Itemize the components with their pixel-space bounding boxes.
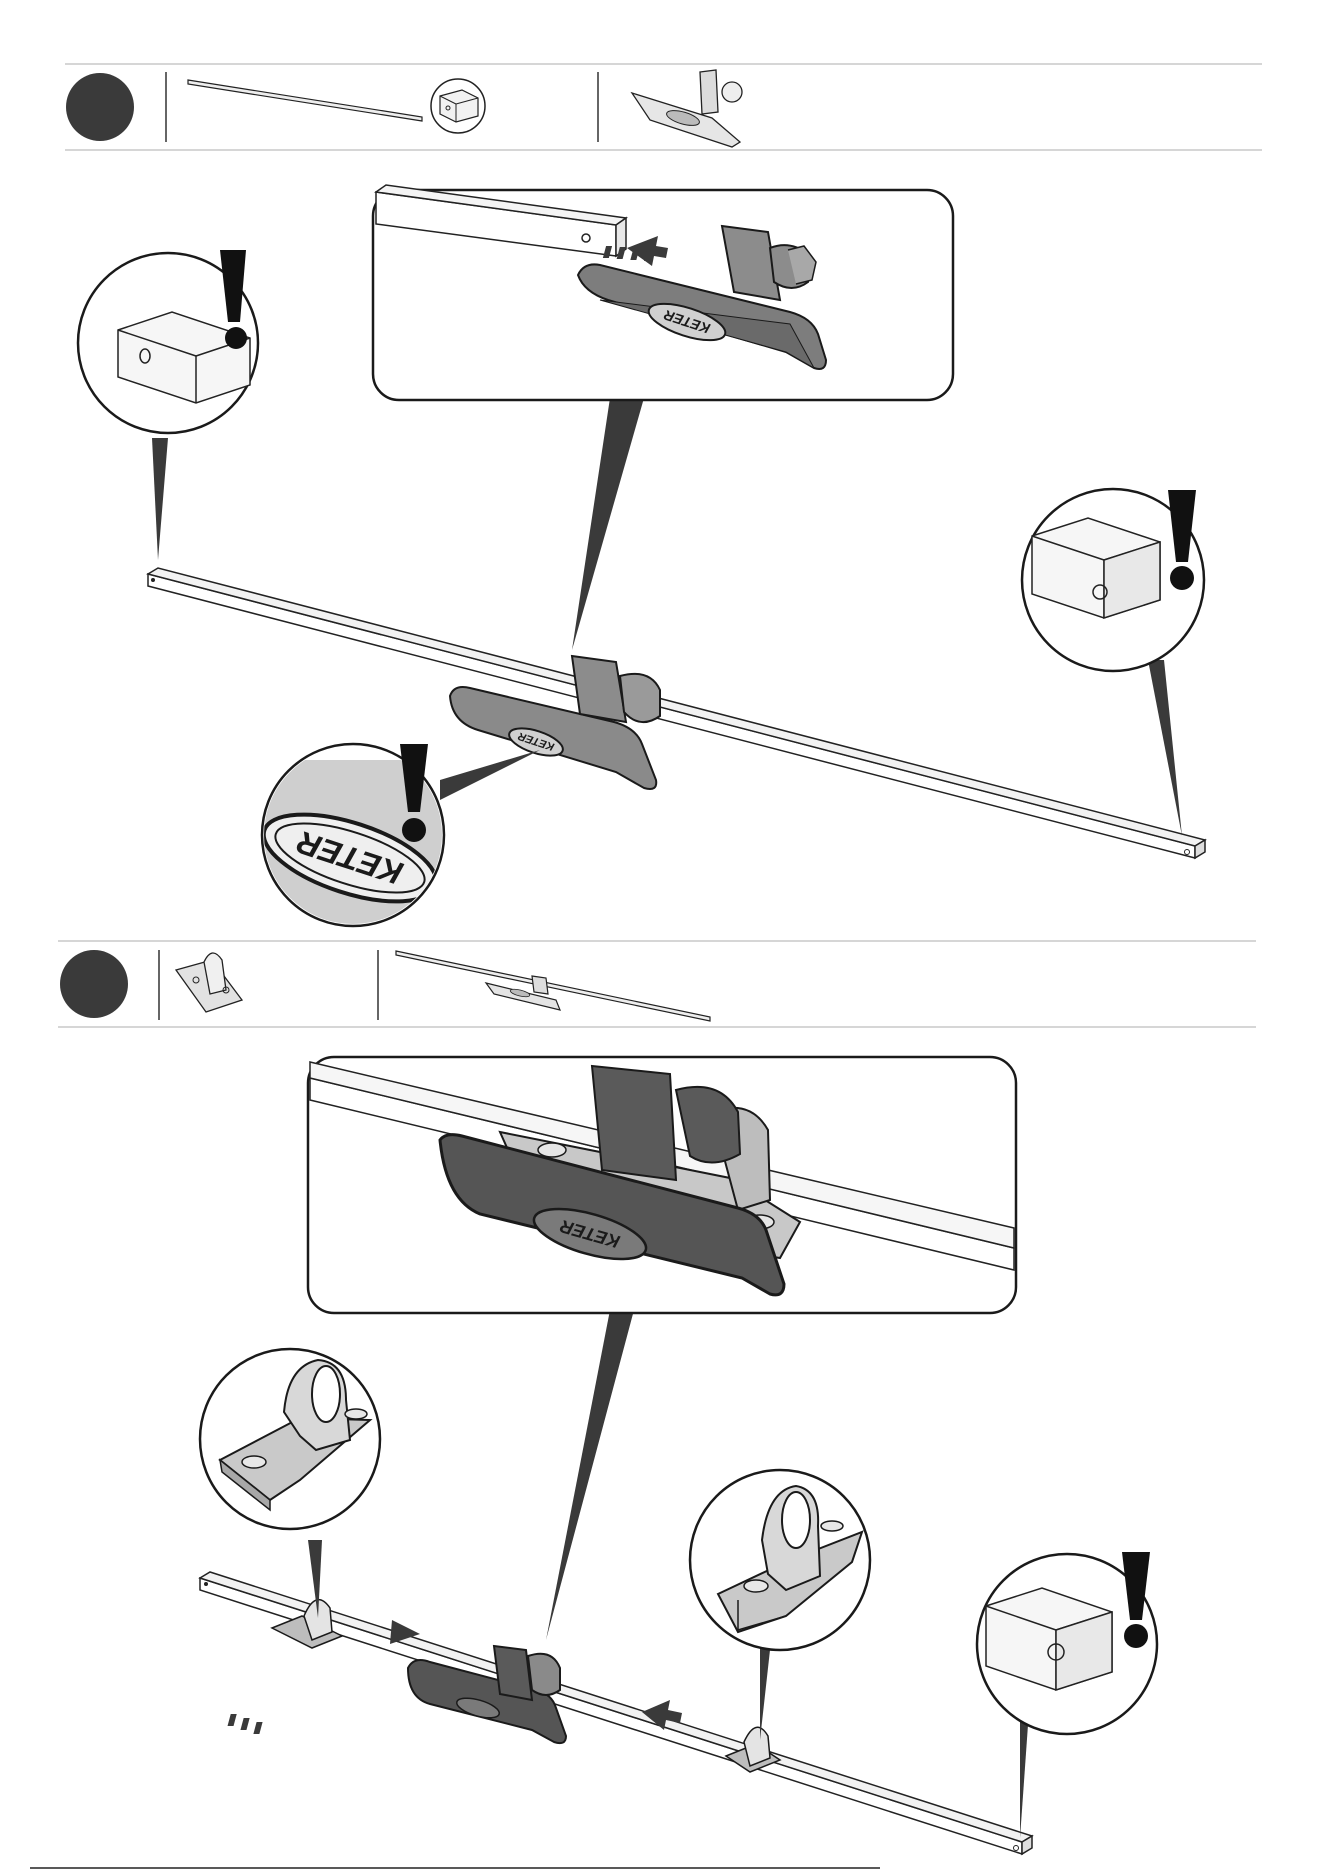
parts-rod-thumbnail bbox=[188, 79, 485, 133]
rod-left-end-detail-callout bbox=[78, 250, 258, 560]
step-2-marker bbox=[60, 950, 128, 1018]
parts-bracket-thumbnail bbox=[632, 70, 742, 147]
logo-orientation-detail-callout: KETER bbox=[240, 744, 540, 930]
rod-right-end-detail-callout bbox=[1022, 489, 1204, 836]
step-2-clip-detail-callout: KETER bbox=[308, 1057, 1016, 1640]
right-clip-detail-callout bbox=[690, 1470, 870, 1740]
step-1-marker bbox=[66, 73, 134, 141]
step-2-header bbox=[58, 941, 1256, 1027]
parts-clip-thumbnail bbox=[176, 953, 242, 1012]
step-1-insert-detail-callout: KETER bbox=[373, 185, 953, 650]
rod-end-detail-callout-step-2 bbox=[977, 1552, 1157, 1838]
step-1-header bbox=[65, 64, 1262, 150]
parts-rod-bracket-thumbnail bbox=[396, 951, 710, 1021]
